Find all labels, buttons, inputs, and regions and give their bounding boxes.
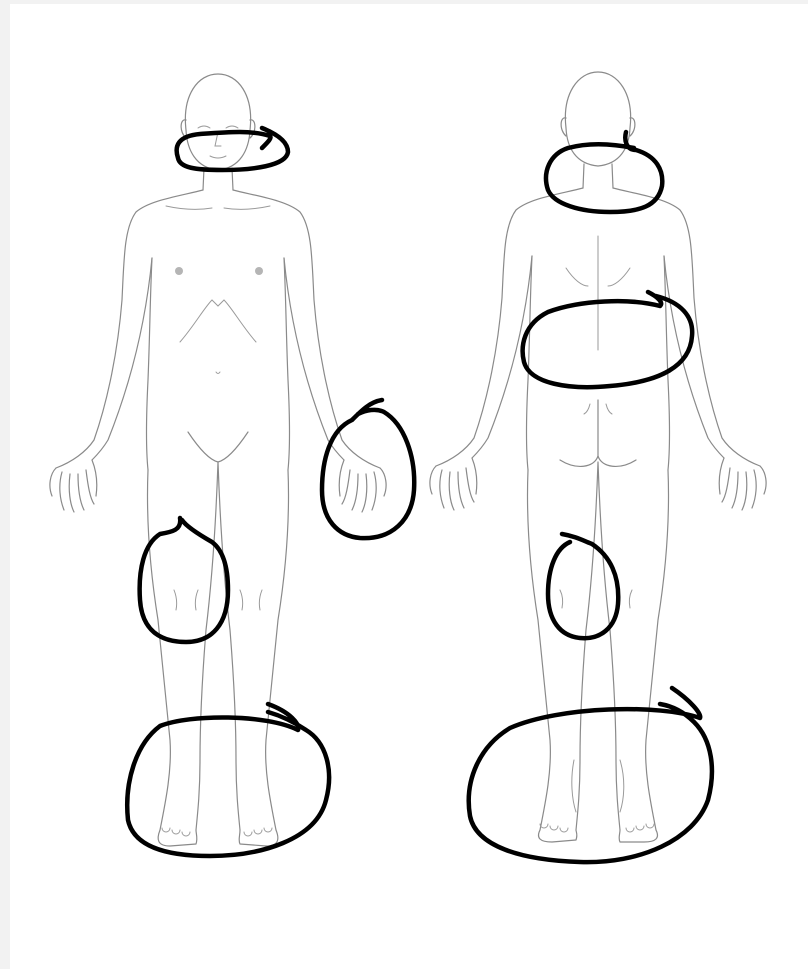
front-body-figure [50,74,386,846]
front-neck-mark [177,128,288,170]
front-right-foot [239,830,278,846]
back-head [565,72,630,166]
annotation-marks [127,128,712,862]
front-head [185,74,250,170]
back-knee-lines [560,590,632,608]
back-neck [583,164,613,188]
back-knee-mark [548,534,618,638]
back-left-foot [539,830,577,842]
front-right-toes [244,828,272,836]
back-right-foot [619,830,657,842]
front-knee-lines [174,590,262,610]
front-left-foot [158,830,197,846]
front-rib-line [180,300,256,342]
back-buttocks [560,400,636,466]
front-right-nipple [255,267,263,275]
front-clavicles [166,206,270,209]
front-groin [188,432,248,462]
front-torso-sides [147,258,290,470]
back-feet-mark [469,688,712,862]
front-eyes [198,126,238,128]
back-right-toes [626,824,654,832]
front-navel [216,372,220,374]
front-mouth [210,156,226,158]
back-neck-mark [546,132,662,212]
front-inner-arms [92,258,344,460]
front-torso-outline [56,190,380,468]
front-left-nipple [175,267,183,275]
back-legs [527,462,668,830]
front-feet-mark [127,704,329,856]
back-left-toes [540,824,568,832]
back-body-figure [430,72,766,842]
front-legs [147,462,288,830]
front-left-toes [162,828,190,836]
